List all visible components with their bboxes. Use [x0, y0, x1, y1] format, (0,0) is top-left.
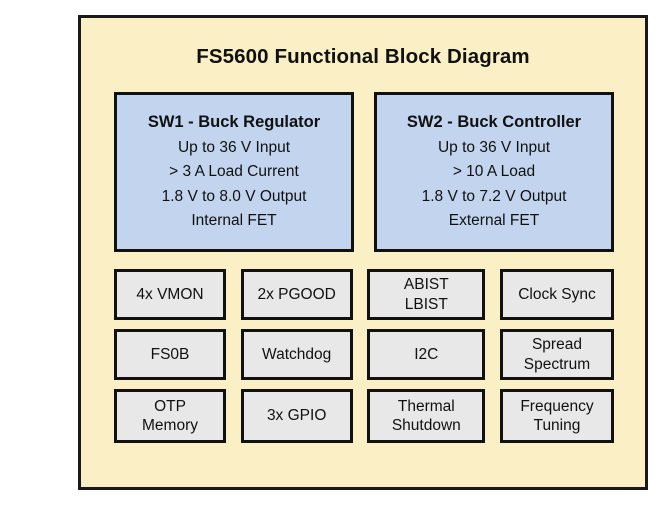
switcher-block-sw2-line-1: Up to 36 V Input: [437, 138, 551, 156]
switcher-block-sw2-line-3: 1.8 V to 7.2 V Output: [421, 187, 567, 205]
switcher-block-sw1-line-4: Internal FET: [191, 211, 277, 229]
feature-block-frequency-tuning-line-1: Frequency: [520, 397, 594, 415]
feature-block-spread-spectrum-line-2: Spectrum: [523, 355, 591, 373]
switcher-block-sw1-line-3: 1.8 V to 8.0 V Output: [161, 187, 307, 205]
feature-block-grid: 4x VMON 2x PGOOD ABIST LBIST Clock Sync …: [114, 269, 614, 443]
feature-block-clock-sync: Clock Sync: [499, 269, 614, 320]
feature-block-vmon-line-1: 4x VMON: [136, 285, 204, 303]
feature-block-thermal-shutdown: Thermal Shutdown: [367, 389, 486, 443]
switcher-block-sw2-line-2: > 10 A Load: [452, 163, 536, 181]
feature-block-i2c-line-1: I2C: [414, 345, 439, 363]
switcher-block-row: SW1 - Buck Regulator Up to 36 V Input > …: [114, 92, 614, 252]
feature-block-otp-memory-line-1: OTP: [154, 397, 186, 415]
feature-block-spread-spectrum-line-1: Spread: [531, 336, 582, 354]
feature-block-vmon: 4x VMON: [114, 269, 226, 320]
switcher-block-sw2: SW2 - Buck Controller Up to 36 V Input >…: [374, 92, 614, 252]
feature-block-spread-spectrum: Spread Spectrum: [499, 329, 614, 380]
feature-block-abist-lbist: ABIST LBIST: [367, 269, 486, 320]
switcher-block-sw1-line-2: > 3 A Load Current: [169, 163, 299, 181]
switcher-block-sw2-line-4: External FET: [448, 211, 540, 229]
switcher-block-sw1-line-1: Up to 36 V Input: [177, 138, 291, 156]
feature-block-fs0b-line-1: FS0B: [150, 345, 190, 363]
switcher-block-sw1: SW1 - Buck Regulator Up to 36 V Input > …: [114, 92, 354, 252]
feature-block-gpio-line-1: 3x GPIO: [266, 407, 327, 425]
feature-block-frequency-tuning-line-2: Tuning: [533, 417, 581, 434]
feature-block-pgood-line-1: 2x PGOOD: [257, 285, 336, 303]
feature-block-thermal-shutdown-line-2: Shutdown: [391, 417, 461, 434]
feature-block-thermal-shutdown-line-1: Thermal: [397, 397, 455, 415]
functional-block-diagram-panel: FS5600 Functional Block Diagram SW1 - Bu…: [78, 15, 648, 490]
feature-block-pgood: 2x PGOOD: [240, 269, 353, 320]
feature-block-abist-lbist-line-2: LBIST: [404, 295, 448, 313]
feature-block-watchdog: Watchdog: [240, 329, 353, 380]
feature-block-clock-sync-line-1: Clock Sync: [518, 285, 596, 303]
page-title: FS5600 Functional Block Diagram: [196, 45, 530, 68]
feature-block-gpio: 3x GPIO: [240, 389, 353, 443]
feature-block-otp-memory-line-2: Memory: [142, 417, 198, 434]
switcher-block-sw2-heading: SW2 - Buck Controller: [406, 112, 582, 131]
feature-block-i2c: I2C: [367, 329, 486, 380]
feature-block-abist-lbist-line-1: ABIST: [403, 276, 449, 294]
feature-block-frequency-tuning: Frequency Tuning: [499, 389, 614, 443]
feature-block-otp-memory: OTP Memory: [114, 389, 226, 443]
feature-block-fs0b: FS0B: [114, 329, 226, 380]
feature-block-watchdog-line-1: Watchdog: [262, 345, 332, 363]
switcher-block-sw1-heading: SW1 - Buck Regulator: [147, 112, 321, 131]
